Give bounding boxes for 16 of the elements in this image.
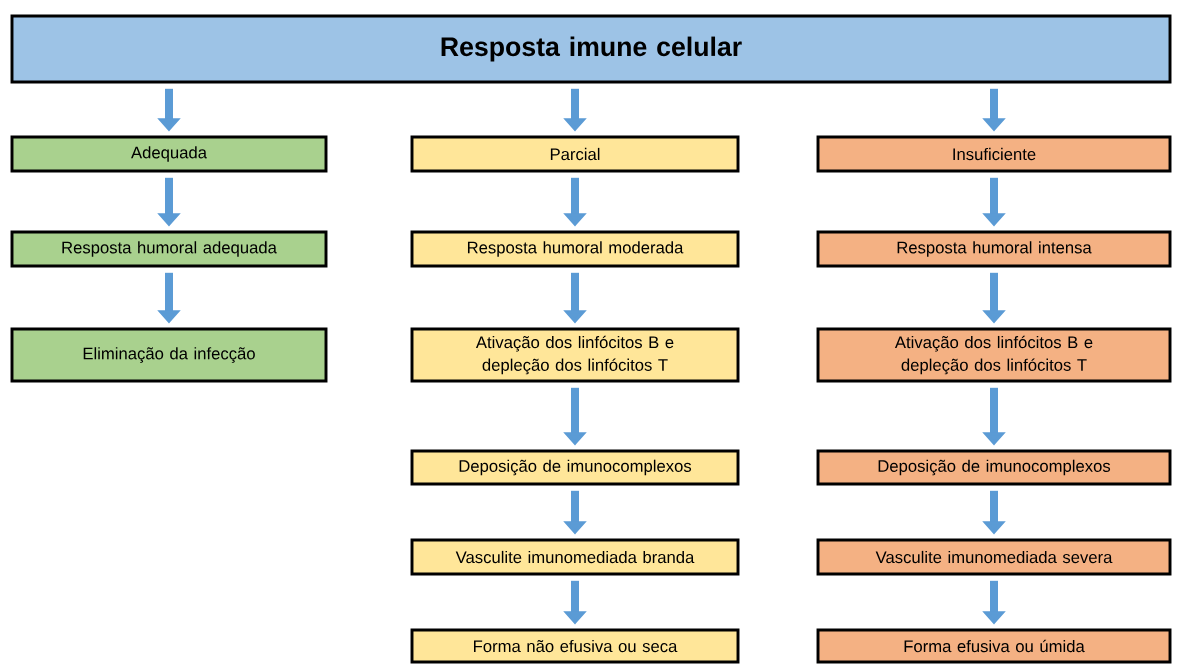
process-box: Eliminação da infecção [10, 327, 328, 383]
process-box: Ativação dos linfócitos B e depleção dos linfócitos T [410, 327, 740, 383]
process-box: Resposta humoral intensa [816, 230, 1172, 268]
process-box: Deposição de imunocomplexos [816, 449, 1172, 486]
title-box: Resposta imune celular [10, 14, 1172, 84]
process-box: Resposta humoral adequada [10, 230, 328, 268]
process-box: Vasculite imunomediada branda [410, 538, 740, 576]
process-box: Parcial [410, 135, 740, 173]
process-box: Adequada [10, 135, 328, 173]
process-box: Insuficiente [816, 135, 1172, 173]
process-box: Vasculite imunomediada severa [816, 538, 1172, 576]
process-box: Forma efusiva ou úmida [816, 628, 1172, 664]
process-box: Ativação dos linfócitos B e depleção dos linfócitos T [816, 327, 1172, 383]
process-box: Resposta humoral moderada [410, 230, 740, 268]
process-box: Forma não efusiva ou seca [410, 628, 740, 664]
process-box: Deposição de imunocomplexos [410, 449, 740, 486]
